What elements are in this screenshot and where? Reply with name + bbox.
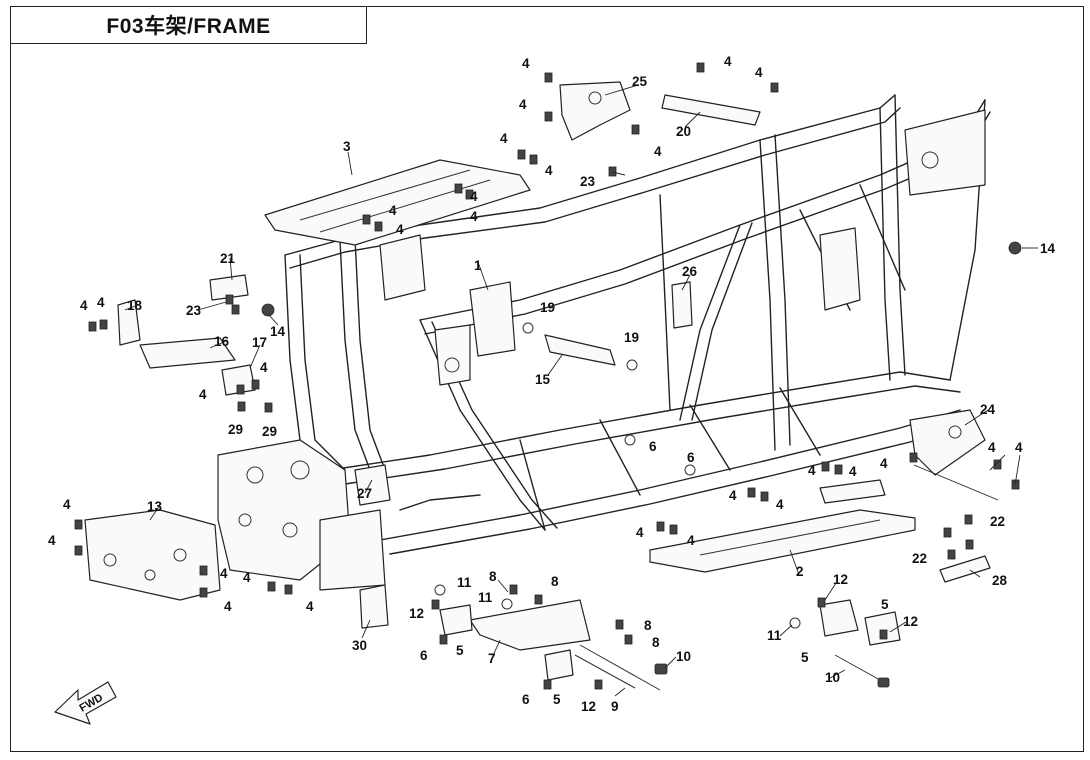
sub-parts bbox=[84, 81, 1022, 691]
callout-4: 4 bbox=[470, 209, 478, 224]
callout-6: 6 bbox=[687, 450, 695, 465]
callout-9: 9 bbox=[611, 699, 619, 714]
callout-4: 4 bbox=[500, 131, 508, 146]
callout-4: 4 bbox=[729, 488, 737, 503]
callout-10: 10 bbox=[676, 649, 691, 664]
drawing-border bbox=[10, 6, 1084, 752]
callout-25: 25 bbox=[632, 74, 648, 89]
callout-4: 4 bbox=[306, 599, 314, 614]
callout-4: 4 bbox=[470, 189, 478, 204]
callout-4: 4 bbox=[260, 360, 268, 375]
callout-4: 4 bbox=[988, 440, 996, 455]
callout-19: 19 bbox=[624, 330, 639, 345]
callout-4: 4 bbox=[755, 65, 763, 80]
title-block: F03车架/FRAME bbox=[10, 6, 367, 44]
callout-23: 23 bbox=[186, 303, 202, 318]
callout-4: 4 bbox=[808, 463, 816, 478]
callout-4: 4 bbox=[687, 533, 695, 548]
callout-5: 5 bbox=[881, 597, 889, 612]
callout-12: 12 bbox=[833, 572, 848, 587]
callout-4: 4 bbox=[224, 599, 232, 614]
callout-8: 8 bbox=[551, 574, 559, 589]
callout-5: 5 bbox=[456, 643, 464, 658]
callout-4: 4 bbox=[389, 203, 397, 218]
callout-12: 12 bbox=[581, 699, 596, 714]
forward-arrow: FWD bbox=[54, 681, 117, 725]
callout-4: 4 bbox=[48, 533, 56, 548]
callout-1: 1 bbox=[474, 258, 482, 273]
callout-14: 14 bbox=[1040, 241, 1056, 256]
main-frame bbox=[217, 94, 991, 591]
callout-23: 23 bbox=[580, 174, 596, 189]
callout-4: 4 bbox=[522, 56, 530, 71]
callout-labels: 1 2 3 4 4 4 4 4 4 4 4 4 4 4 4 4 4 4 4 4 … bbox=[48, 54, 1056, 714]
callout-4: 4 bbox=[199, 387, 207, 402]
callout-4: 4 bbox=[63, 497, 71, 512]
callout-29: 29 bbox=[262, 424, 277, 439]
callout-4: 4 bbox=[396, 222, 404, 237]
callout-4: 4 bbox=[80, 298, 88, 313]
callout-24: 24 bbox=[980, 402, 996, 417]
callout-12: 12 bbox=[903, 614, 918, 629]
callout-4: 4 bbox=[776, 497, 784, 512]
callout-18: 18 bbox=[127, 298, 143, 313]
callout-27: 27 bbox=[357, 486, 372, 501]
callout-5: 5 bbox=[801, 650, 809, 665]
callout-8: 8 bbox=[652, 635, 660, 650]
callout-11: 11 bbox=[767, 628, 782, 643]
callout-8: 8 bbox=[489, 569, 497, 584]
callout-19: 19 bbox=[540, 300, 555, 315]
callout-17: 17 bbox=[252, 335, 267, 350]
leader-lines bbox=[124, 84, 1038, 697]
callout-21: 21 bbox=[220, 251, 236, 266]
callout-12: 12 bbox=[409, 606, 424, 621]
page-title: F03车架/FRAME bbox=[106, 15, 271, 38]
callout-10: 10 bbox=[825, 670, 840, 685]
callout-20: 20 bbox=[676, 124, 691, 139]
callout-8: 8 bbox=[644, 618, 652, 633]
callout-16: 16 bbox=[214, 334, 230, 349]
callout-4: 4 bbox=[243, 570, 251, 585]
callout-13: 13 bbox=[147, 499, 163, 514]
callout-4: 4 bbox=[97, 295, 105, 310]
callout-30: 30 bbox=[352, 638, 367, 653]
callout-4: 4 bbox=[519, 97, 527, 112]
callout-26: 26 bbox=[682, 264, 698, 279]
callout-11: 11 bbox=[457, 575, 472, 590]
callout-4: 4 bbox=[724, 54, 732, 69]
callout-4: 4 bbox=[220, 566, 228, 581]
callout-7: 7 bbox=[488, 651, 496, 666]
fasteners bbox=[74, 62, 1020, 690]
callout-4: 4 bbox=[636, 525, 644, 540]
callout-22: 22 bbox=[912, 551, 927, 566]
callout-4: 4 bbox=[849, 464, 857, 479]
callout-4: 4 bbox=[1015, 440, 1023, 455]
callout-3: 3 bbox=[343, 139, 351, 154]
callout-11: 11 bbox=[478, 590, 493, 605]
callout-2: 2 bbox=[796, 564, 804, 579]
callout-22: 22 bbox=[990, 514, 1005, 529]
callout-4: 4 bbox=[545, 163, 553, 178]
callout-6: 6 bbox=[649, 439, 657, 454]
callout-14: 14 bbox=[270, 324, 286, 339]
callout-15: 15 bbox=[535, 372, 551, 387]
callout-29: 29 bbox=[228, 422, 243, 437]
callout-5: 5 bbox=[553, 692, 561, 707]
callout-4: 4 bbox=[654, 144, 662, 159]
callout-6: 6 bbox=[522, 692, 530, 707]
callout-4: 4 bbox=[880, 456, 888, 471]
callout-6: 6 bbox=[420, 648, 428, 663]
callout-28: 28 bbox=[992, 573, 1008, 588]
